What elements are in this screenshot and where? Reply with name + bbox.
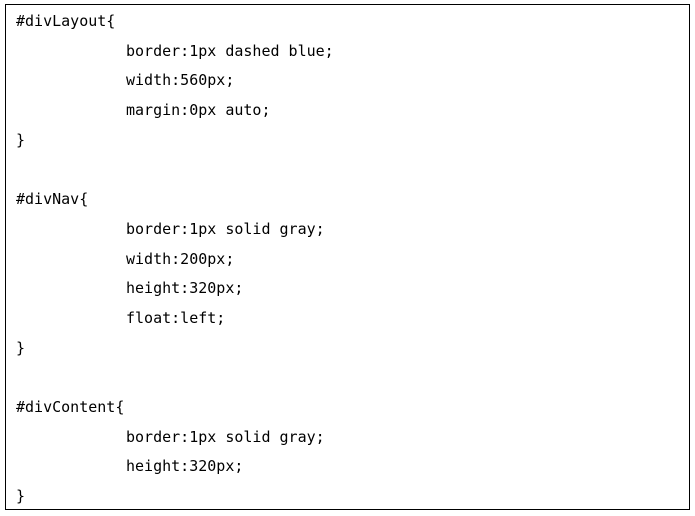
code-line-10: height:320px; <box>126 279 244 297</box>
code-line-7: #divNav{ <box>16 190 89 208</box>
code-line-11: float:left; <box>126 309 226 327</box>
code-line-3: width:560px; <box>126 71 235 89</box>
code-line-14: #divContent{ <box>16 398 125 416</box>
code-line-5: } <box>16 131 26 149</box>
code-line-2: border:1px dashed blue; <box>126 42 334 60</box>
code-line-17: } <box>16 487 26 505</box>
code-line-1: #divLayout{ <box>16 12 116 30</box>
code-line-12: } <box>16 339 26 357</box>
code-line-8: border:1px solid gray; <box>126 220 325 238</box>
code-line-16: height:320px; <box>126 457 244 475</box>
code-line-9: width:200px; <box>126 250 235 268</box>
code-block: #divLayout{ border:1px dashed blue; widt… <box>5 4 690 510</box>
code-line-15: border:1px solid gray; <box>126 428 325 446</box>
code-line-4: margin:0px auto; <box>126 101 271 119</box>
